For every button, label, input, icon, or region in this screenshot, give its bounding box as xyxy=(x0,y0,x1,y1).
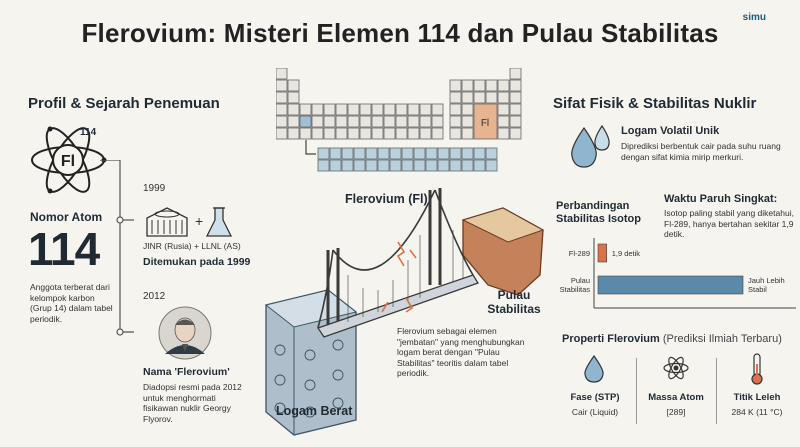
divider xyxy=(636,358,637,424)
prop-melting-value: 284 K (11 °C) xyxy=(731,407,783,417)
atom-icon: Fl xyxy=(31,126,107,194)
atomic-number: 114 xyxy=(28,223,100,275)
halflife-title: Waktu Paruh Singkat: xyxy=(664,193,778,205)
thermometer-icon xyxy=(751,353,763,385)
prop-melting: Titik Leleh 284 K (11 °C) xyxy=(718,352,796,432)
atomic-number-label: Nomor Atom xyxy=(30,210,103,224)
props-title-text: Properti Flerovium xyxy=(562,333,660,345)
lab-building-icon: + xyxy=(146,207,233,237)
brand-logo: simu xyxy=(742,12,766,23)
props-title: Properti Flerovium (Prediksi Ilmiah Terb… xyxy=(562,333,782,345)
volatile-title: Logam Volatil Unik xyxy=(621,125,720,137)
prop-phase-label: Fase (STP) xyxy=(570,392,620,403)
prop-melting-label: Titik Leleh xyxy=(733,392,781,403)
island-label: Pulau Stabilitas xyxy=(487,288,541,316)
name-description: Diadopsi resmi pada 2012 untuk menghorma… xyxy=(143,382,242,424)
bar-fl289 xyxy=(597,243,607,263)
prop-mass-value: [289] xyxy=(666,407,686,417)
divider xyxy=(716,358,717,424)
prop-mass-label: Massa Atom xyxy=(648,392,704,403)
volatile-description: Diprediksi berbentuk cair pada suhu ruan… xyxy=(621,141,781,162)
props-subtitle: (Prediksi Ilmiah Terbaru) xyxy=(662,333,782,345)
page-title: Flerovium: Misteri Elemen 114 dan Pulau … xyxy=(81,18,719,48)
name-title: Nama 'Flerovium' xyxy=(143,366,230,378)
left-heading: Profil & Sejarah Penemuan xyxy=(28,95,220,112)
periodic-table-illustration: Fl xyxy=(276,68,522,172)
svg-text:+: + xyxy=(195,213,203,229)
discovery-labs: JINR (Rusia) + LLNL (AS) xyxy=(143,241,241,251)
flerovium-label: Flerovium (Fl) xyxy=(345,192,428,206)
prop-phase-value: Cair (Liquid) xyxy=(571,407,619,417)
year-2012: 2012 xyxy=(143,291,166,302)
atom-icon xyxy=(663,356,689,380)
properties-row: Fase (STP) Cair (Liquid) Massa Atom [289… xyxy=(556,352,796,432)
prop-mass: Massa Atom [289] xyxy=(638,352,714,432)
bridge-description: Flerovium sebagai elemen "jembatan" yang… xyxy=(397,326,525,378)
liquid-drops-icon xyxy=(571,124,610,168)
ptable-fl-symbol: Fl xyxy=(481,118,489,129)
atom-symbol: Fl xyxy=(61,153,75,170)
halflife-description: Isotop paling stabil yang diketahui, Fl-… xyxy=(664,208,794,239)
timeline-connector xyxy=(100,160,134,336)
compare-title: Perbandingan Stabilitas Isotop xyxy=(556,200,641,225)
bar-island xyxy=(597,275,744,295)
prop-phase: Fase (STP) Cair (Liquid) xyxy=(556,352,634,432)
bridge-illustration xyxy=(264,188,545,436)
right-heading: Sifat Fisik & Stabilitas Nuklir xyxy=(553,95,757,112)
bar-category-label: Fl-289 xyxy=(569,249,590,258)
heavy-metal-label: Logam Berat xyxy=(276,404,353,418)
drop-icon xyxy=(584,354,604,383)
discovery-year-text: Ditemukan pada 1999 xyxy=(143,256,251,268)
bar-data-label: 1,9 detik xyxy=(612,249,641,258)
year-1999: 1999 xyxy=(143,183,166,194)
group-description: Anggota terberat dari kelompok karbon (G… xyxy=(30,282,113,324)
atom-number-small: 114 xyxy=(80,127,97,138)
portrait-avatar xyxy=(158,306,212,360)
